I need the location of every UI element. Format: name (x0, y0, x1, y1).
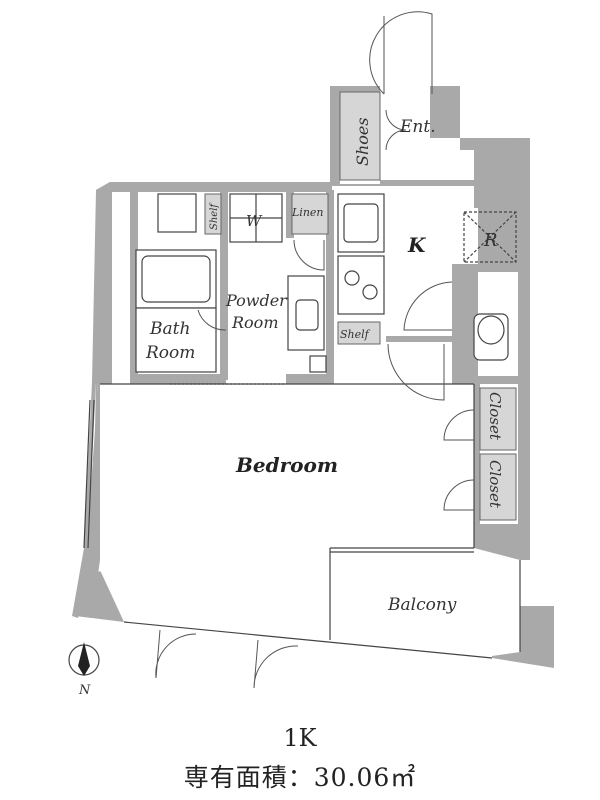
shoe-door-2 (385, 109, 407, 131)
entrance-door-swing (369, 11, 433, 95)
partition-powder-kitchen (326, 190, 334, 380)
fixtures (135, 91, 517, 521)
partition-bath-left (130, 190, 138, 382)
label-powder-1: Powder (225, 291, 288, 310)
doors (155, 11, 475, 689)
stove (337, 255, 385, 315)
window-door-1 (155, 629, 197, 679)
toilet-bowl (477, 315, 505, 345)
burner-1 (344, 270, 360, 286)
vanity-basin (295, 299, 319, 331)
partition-toilet-top (452, 264, 530, 272)
toilet-tank (473, 313, 509, 361)
compass: N (68, 642, 100, 698)
label-shoes: Shoes (353, 117, 372, 166)
partition-entrance-bottom (380, 180, 476, 186)
closet-door-1 (443, 409, 475, 441)
burner-2 (362, 284, 378, 300)
closet-door-2 (443, 479, 475, 511)
shelf-top-box (204, 193, 222, 235)
wall-left-strip (98, 190, 112, 385)
balcony-floor (332, 548, 520, 656)
fridge-gap (458, 208, 478, 268)
label-shelf-mid: Shelf (340, 328, 371, 341)
label-balcony: Balcony (387, 595, 457, 615)
linen-door (293, 239, 325, 271)
sink-basin (343, 203, 379, 243)
sink (337, 193, 385, 253)
label-shelf-top: Shelf (209, 202, 220, 230)
window-door-2 (253, 639, 299, 689)
compass-needle-icon (78, 642, 90, 676)
partition-powder-bottom (286, 374, 334, 384)
label-bath-1: Bath (149, 319, 190, 339)
floor-area: 専有面積：30.06㎡ (183, 763, 417, 792)
bedroom-floor (100, 384, 474, 640)
compass-label: N (78, 683, 91, 698)
label-closet-1: Closet (486, 392, 504, 441)
layout-type: 1K (283, 724, 317, 752)
partition-toilet-bottom (452, 376, 530, 384)
fridge-diag-2 (463, 211, 517, 263)
linen-box (291, 193, 329, 235)
closet-2-box (479, 453, 517, 521)
toilet-door (403, 281, 453, 331)
label-refrigerator: R (483, 230, 498, 251)
partition-bath-bottom (130, 374, 226, 384)
wall-right-top-block (474, 150, 530, 208)
window-west (83, 399, 91, 549)
storage-box (157, 193, 197, 233)
pipe-shaft (309, 355, 327, 373)
fridge-box (463, 211, 517, 263)
label-linen: Linen (291, 206, 324, 219)
bathtub-inner (141, 255, 211, 303)
window-west-2 (87, 399, 95, 549)
room-labels: Ent. Shoes Shelf W Linen K R Powder Room… (145, 117, 504, 615)
kitchen-door (387, 343, 445, 401)
shoes-box (339, 91, 381, 181)
wall-top-left (110, 182, 332, 192)
label-closet-2: Closet (486, 460, 504, 509)
bathtub (135, 249, 217, 309)
label-entrance: Ent. (399, 117, 436, 137)
label-kitchen: K (407, 233, 427, 257)
shelf-mid-box (337, 321, 381, 345)
label-powder-2: Room (231, 313, 278, 332)
label-bath-2: Room (145, 343, 195, 363)
closet-1-box (479, 387, 517, 451)
line-south-facade (123, 621, 493, 659)
partition-bath-powder (220, 190, 228, 380)
partition-kitchen-bottom (386, 336, 454, 342)
partition-linen (286, 190, 294, 238)
label-washer: W (246, 212, 263, 230)
wall-entrance-right (430, 86, 460, 138)
label-bedroom: Bedroom (235, 453, 338, 477)
partitions (83, 180, 530, 659)
bath-door (197, 309, 227, 331)
